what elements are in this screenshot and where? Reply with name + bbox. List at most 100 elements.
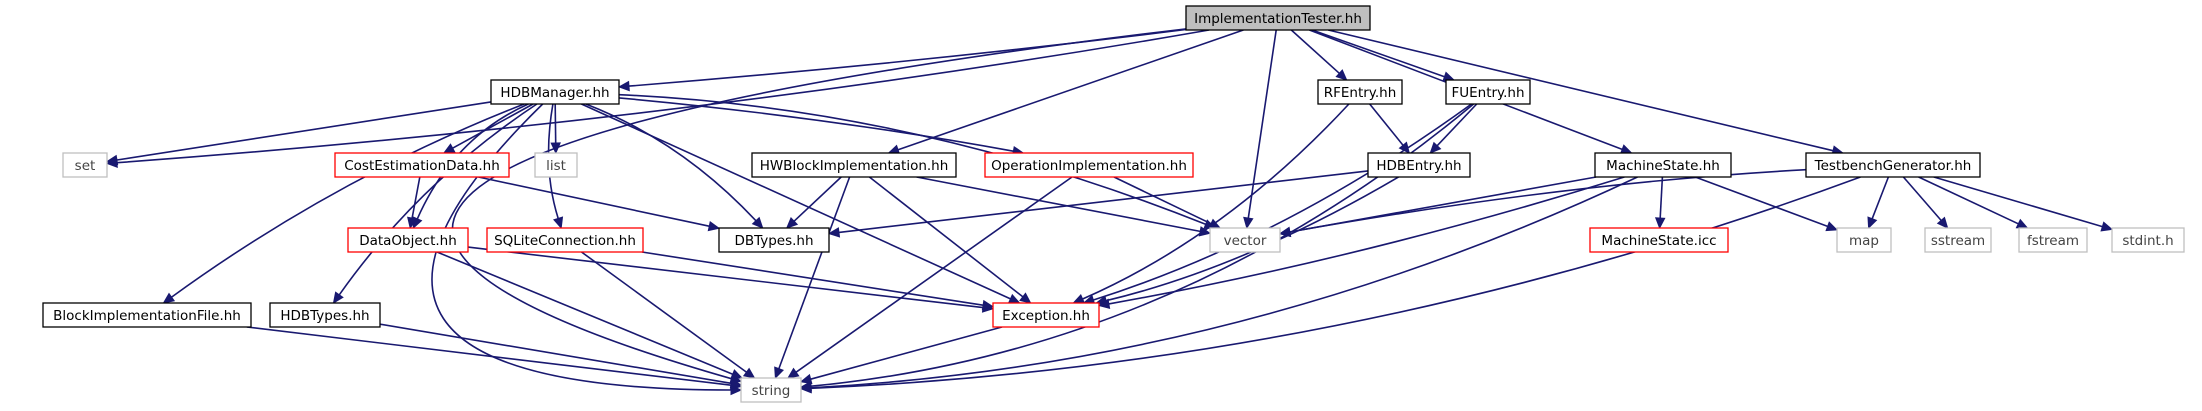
arrowhead-hdbmanager-to-exception: [1007, 293, 1021, 304]
node-exception[interactable]: Exception.hh: [992, 302, 1100, 328]
node-label-string: string: [752, 383, 791, 399]
edge-hdbtypes-to-string: [379, 323, 732, 385]
node-box-list: [534, 152, 578, 178]
node-label-fuentry: FUEntry.hh: [1451, 85, 1524, 101]
node-label-map: map: [1849, 233, 1879, 249]
edge-sqliteconnection-to-exception: [641, 251, 984, 306]
node-costestimationdata[interactable]: CostEstimationData.hh: [334, 152, 510, 178]
node-box-map: [1836, 227, 1892, 253]
edge-testbenchgen-to-sstream: [1902, 176, 1942, 221]
node-box-sstream: [1924, 227, 1992, 253]
arrowhead-hwblockimpl-to-string: [774, 366, 785, 380]
arrowhead-machinestate-to-machinestateicc: [1654, 217, 1666, 230]
arrowhead-sqliteconnection-to-string: [742, 367, 756, 379]
edge-sqliteconnection-to-string: [581, 251, 747, 373]
node-hwblockimpl[interactable]: HWBlockImplementation.hh: [751, 152, 957, 178]
edge-machinestate-to-map: [1694, 176, 1828, 228]
node-box-operationimpl: [984, 152, 1194, 178]
arrowhead-operationimpl-to-string: [787, 367, 800, 379]
arrowhead-implementationtester-to-rfentry: [1335, 69, 1348, 81]
node-label-testbenchgen: TestbenchGenerator.hh: [1814, 158, 1972, 174]
node-hdbtypes[interactable]: HDBTypes.hh: [269, 302, 381, 328]
edge-hdbentry-to-exception: [1105, 176, 1399, 302]
node-dataobject[interactable]: DataObject.hh: [347, 227, 469, 253]
edge-operationimpl-to-vector: [1113, 176, 1212, 225]
node-box-set: [62, 152, 108, 178]
node-box-stdint: [2111, 227, 2185, 253]
node-machinestate[interactable]: MachineState.hh: [1594, 152, 1732, 178]
node-string: string: [740, 377, 802, 403]
edge-hdbmanager-to-hdbtypes: [338, 103, 538, 296]
edge-implementationtester-to-rfentry: [1290, 29, 1340, 74]
node-box-hdbentry: [1367, 152, 1471, 178]
node-box-dataobject: [347, 227, 469, 253]
edge-hdbmanager-to-string: [431, 103, 732, 391]
node-label-hdbmanager: HDBManager.hh: [500, 85, 609, 101]
edge-dataobject-to-string: [436, 251, 734, 375]
edge-hdbmanager-to-exception: [581, 103, 1011, 300]
node-label-costestimationdata: CostEstimationData.hh: [344, 158, 500, 174]
edge-hdbmanager-to-operationimpl: [618, 97, 1014, 152]
arrowhead-costestimationdata-to-dataobject: [407, 216, 418, 230]
arrowhead-hdbmanager-to-set: [105, 154, 119, 166]
node-blockimplfile[interactable]: BlockImplementationFile.hh: [42, 302, 252, 328]
node-label-dbtypes: DBTypes.hh: [734, 233, 813, 249]
edge-testbenchgen-to-stdint: [1933, 176, 2103, 228]
arrowhead-rfentry-to-exception: [1072, 293, 1086, 304]
node-machinestateicc[interactable]: MachineState.icc: [1589, 227, 1729, 253]
node-box-hdbtypes: [269, 302, 381, 328]
edge-implementationtester-to-set: [116, 29, 1210, 164]
arrowhead-testbenchgen-to-map: [1867, 216, 1878, 230]
arrowhead-implementationtester-to-vector: [1243, 216, 1254, 230]
node-label-stdint: stdint.h: [2122, 233, 2173, 249]
node-label-vector: vector: [1224, 233, 1267, 249]
node-hdbentry[interactable]: HDBEntry.hh: [1367, 152, 1471, 178]
arrowhead-hdbmanager-to-list: [550, 142, 561, 155]
node-rfentry[interactable]: RFEntry.hh: [1317, 79, 1403, 105]
node-label-operationimpl: OperationImplementation.hh: [991, 158, 1187, 174]
node-fuentry[interactable]: FUEntry.hh: [1445, 79, 1531, 105]
node-box-vector: [1209, 227, 1281, 253]
edge-hdbmanager-to-list: [554, 103, 557, 144]
node-testbenchgen[interactable]: TestbenchGenerator.hh: [1805, 152, 1981, 178]
arrowhead-hwblockimpl-to-dbtypes: [785, 217, 799, 229]
node-label-set: set: [75, 158, 96, 174]
edge-implementationtester-to-vector: [1247, 29, 1277, 219]
edge-implementationtester-to-hwblockimpl: [897, 29, 1244, 151]
edge-hwblockimpl-to-vector: [916, 176, 1201, 233]
edge-hdbmanager-to-costestimationdata: [452, 103, 534, 149]
node-box-implementationtester: [1185, 5, 1371, 31]
arrowhead-hdbtypes-to-string: [729, 378, 743, 389]
node-set: set: [62, 152, 108, 178]
edge-machinestate-to-exception: [1108, 176, 1625, 305]
node-label-implementationtester: ImplementationTester.hh: [1194, 11, 1362, 27]
node-label-list: list: [546, 158, 566, 174]
edge-exception-to-string: [810, 326, 1003, 380]
edge-implementationtester-to-fuentry: [1311, 29, 1445, 78]
node-box-machinestate: [1594, 152, 1732, 178]
node-box-rfentry: [1317, 79, 1403, 105]
node-operationimpl[interactable]: OperationImplementation.hh: [984, 152, 1194, 178]
arrowhead-machinestate-to-exception: [1097, 298, 1111, 309]
node-box-testbenchgen: [1805, 152, 1981, 178]
edge-costestimationdata-to-dbtypes: [478, 176, 710, 227]
node-dbtypes[interactable]: DBTypes.hh: [718, 227, 830, 253]
node-label-fstream: fstream: [2027, 233, 2079, 249]
arrowhead-hdbmanager-to-hdbtypes: [332, 291, 344, 305]
arrowhead-testbenchgen-to-stdint: [2100, 221, 2114, 232]
node-box-costestimationdata: [334, 152, 510, 178]
edge-fuentry-to-hdbentry: [1436, 103, 1478, 147]
node-implementationtester[interactable]: ImplementationTester.hh: [1185, 5, 1371, 31]
node-fstream: fstream: [2018, 227, 2088, 253]
node-hdbmanager[interactable]: HDBManager.hh: [490, 79, 620, 105]
edge-hdbentry-to-dbtypes: [838, 170, 1369, 234]
node-box-sqliteconnection: [486, 227, 644, 253]
edge-hwblockimpl-to-string: [778, 176, 851, 369]
node-box-hwblockimpl: [751, 152, 957, 178]
edge-implementationtester-to-testbenchgen: [1328, 29, 1834, 152]
node-sqliteconnection[interactable]: SQLiteConnection.hh: [486, 227, 644, 253]
edge-hwblockimpl-to-exception: [868, 176, 1024, 298]
edge-operationimpl-to-string: [795, 176, 1073, 373]
